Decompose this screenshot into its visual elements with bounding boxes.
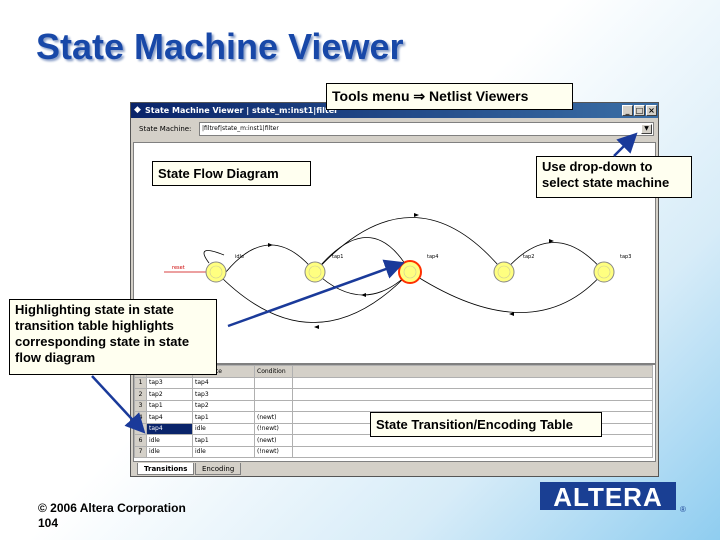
app-icon: ◆ [134, 105, 141, 115]
destination-state-cell[interactable]: tap1 [192, 434, 255, 447]
source-state-cell[interactable]: tap3 [146, 376, 193, 389]
tab-transitions[interactable]: Transitions [137, 463, 195, 475]
table-row[interactable]: 2 tap2 tap3 [134, 388, 653, 401]
chevron-down-icon[interactable]: ▼ [641, 124, 652, 134]
source-state-cell[interactable]: tap4 [146, 422, 193, 435]
callout-tools-menu: Tools menu ⇒ Netlist Viewers [326, 83, 573, 110]
registered-icon: ® [680, 505, 686, 514]
row-number: 1 [134, 376, 147, 389]
destination-state-cell[interactable]: tap3 [192, 388, 255, 401]
maximize-button[interactable]: □ [634, 105, 645, 116]
source-state-cell[interactable]: tap2 [146, 388, 193, 401]
condition-cell[interactable]: (newt) [254, 434, 293, 447]
state-label: tap4 [427, 254, 438, 260]
destination-state-cell[interactable]: tap1 [192, 411, 255, 424]
state-label: tap1 [332, 254, 343, 260]
state-machine-dropdown[interactable]: |filtref|state_m:inst1|filter ▼ [199, 122, 654, 136]
destination-state-cell[interactable]: tap4 [192, 376, 255, 389]
close-button[interactable]: × [646, 105, 657, 116]
transition-tap2-tap3 [503, 242, 605, 273]
source-state-cell[interactable]: idle [146, 434, 193, 447]
condition-cell[interactable]: (!newt) [254, 445, 293, 458]
row-number: 3 [134, 399, 147, 412]
window-title: State Machine Viewer | state_m:inst1|fil… [145, 106, 339, 115]
row-number: 6 [134, 434, 147, 447]
state-idle[interactable]: idle [205, 254, 244, 283]
transition-tap1-tap2 [314, 237, 411, 273]
condition-cell[interactable]: (newt) [254, 411, 293, 424]
logo-wordmark: ALTERA [553, 482, 663, 512]
state-tap3[interactable]: tap3 [593, 254, 631, 283]
arrowhead [361, 293, 366, 297]
reset-label: reset [172, 265, 185, 271]
callout-dropdown: Use drop-down to select state machine [536, 156, 692, 198]
destination-state-cell[interactable]: tap2 [192, 399, 255, 412]
condition-cell[interactable] [254, 376, 293, 389]
callout-table: State Transition/Encoding Table [370, 412, 602, 437]
callout-highlight: Highlighting state in state transition t… [9, 299, 217, 375]
destination-state-cell[interactable]: idle [192, 445, 255, 458]
copyright-text: © 2006 Altera Corporation [38, 501, 186, 515]
state-machine-value: |filtref|state_m:inst1|filter [202, 125, 279, 132]
slide-footer: © 2006 Altera Corporation 104 [38, 501, 186, 531]
state-label: tap3 [620, 254, 631, 260]
state-tap1[interactable]: tap1 [304, 254, 343, 283]
state-machine-selector-row: State Machine: |filtref|state_m:inst1|fi… [131, 120, 658, 140]
row-number: 4 [134, 411, 147, 424]
transition-tap4-tap1 [314, 271, 411, 296]
slide-title: State Machine Viewer [36, 26, 404, 67]
arrowhead [509, 312, 514, 316]
minimize-button[interactable]: _ [622, 105, 633, 116]
condition-cell[interactable] [254, 399, 293, 412]
logo-svg: ALTERA ® [540, 482, 686, 514]
condition-cell[interactable]: (!newt) [254, 422, 293, 435]
table-header-condition[interactable]: Condition [254, 365, 293, 378]
row-number: 7 [134, 445, 147, 458]
transition-tap3-tap4 [409, 271, 605, 313]
table-header-filler [292, 365, 653, 378]
filler-cell [292, 376, 653, 389]
arrowhead [268, 243, 273, 247]
page-number: 104 [38, 516, 59, 530]
state-tap4-highlighted[interactable]: tap4 [398, 254, 438, 284]
arrowhead [414, 213, 419, 217]
source-state-cell[interactable]: idle [146, 445, 193, 458]
table-row[interactable]: 7 idle idle (!newt) [134, 445, 653, 458]
tab-encoding[interactable]: Encoding [195, 463, 242, 475]
source-state-cell[interactable]: tap1 [146, 399, 193, 412]
state-label: tap2 [523, 254, 534, 260]
filler-cell [292, 399, 653, 412]
filler-cell [292, 388, 653, 401]
arrowhead [314, 325, 319, 329]
source-state-cell[interactable]: tap4 [146, 411, 193, 424]
destination-state-cell[interactable]: idle [192, 422, 255, 435]
arrowhead [549, 239, 554, 243]
filler-cell [292, 445, 653, 458]
altera-logo: ALTERA ® [538, 478, 688, 516]
row-number: 2 [134, 388, 147, 401]
table-tabs: Transitions Encoding [133, 463, 656, 476]
state-machine-label: State Machine: [139, 125, 192, 133]
table-row[interactable]: 1 tap3 tap4 [134, 376, 653, 389]
transition-idle-self [203, 250, 225, 264]
state-tap2[interactable]: tap2 [493, 254, 534, 283]
table-row[interactable]: 3 tap1 tap2 [134, 399, 653, 412]
callout-flow-diagram: State Flow Diagram [152, 161, 311, 186]
state-label: idle [235, 254, 244, 260]
row-number: 5 [134, 422, 147, 435]
transition-tap1-tap4-top [314, 217, 505, 273]
condition-cell[interactable] [254, 388, 293, 401]
